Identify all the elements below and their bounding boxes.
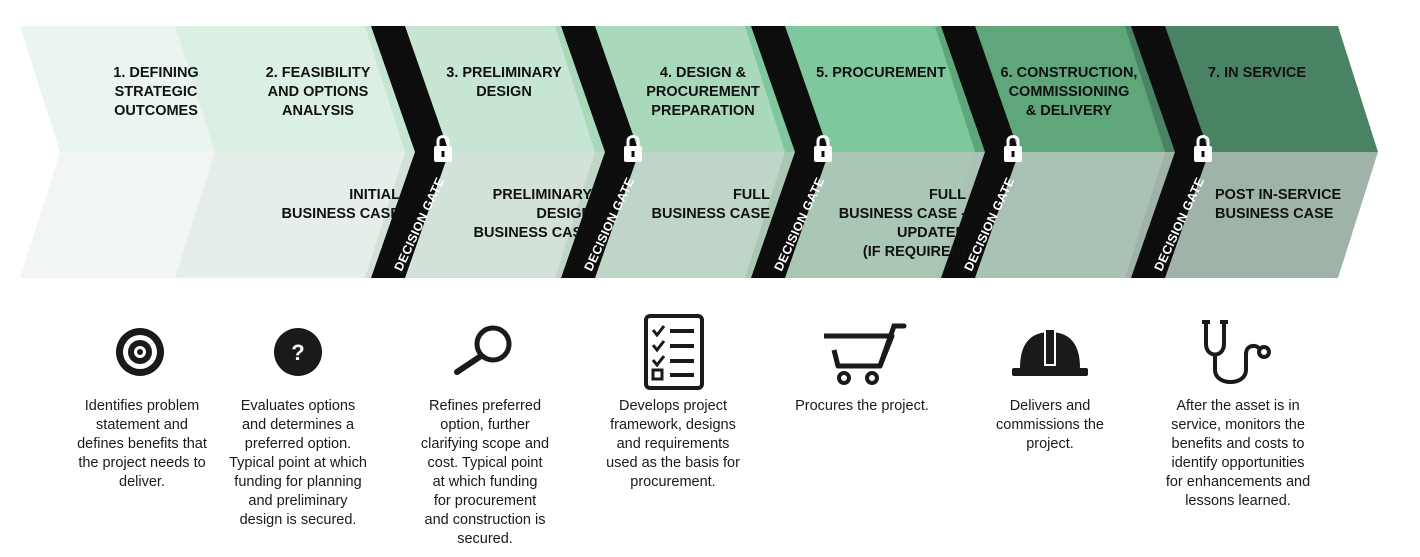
stage-title-3: 3. PRELIMINARY DESIGN bbox=[446, 65, 562, 100]
stage-description-6: Delivers and commissions the project. bbox=[996, 398, 1104, 452]
stage-title-6: 6. CONSTRUCTION, COMMISSIONING & DELIVER… bbox=[1000, 65, 1138, 119]
checklist-icon bbox=[644, 314, 704, 390]
stage-description-5: Procures the project. bbox=[795, 398, 929, 414]
lock-icon bbox=[1004, 135, 1022, 162]
cart-icon bbox=[824, 323, 907, 385]
stage-title-1: 1. DEFINING STRATEGIC OUTCOMES bbox=[113, 65, 199, 119]
lock-icon bbox=[1194, 135, 1212, 162]
hardhat-icon bbox=[1012, 330, 1088, 376]
stage-title-2: 2. FEASIBILITY AND OPTIONS ANALYSIS bbox=[265, 65, 371, 119]
stage-title-4: 4. DESIGN & PROCUREMENT PREPARATION bbox=[646, 65, 760, 119]
stage-description-3: Refines preferred option, further clarif… bbox=[420, 398, 550, 547]
stage-description-2: Evaluates options and determines a prefe… bbox=[229, 398, 367, 528]
target-icon bbox=[116, 328, 164, 376]
decision-gate-5 bbox=[1131, 26, 1209, 278]
stage-description-4: Develops project framework, designs and … bbox=[606, 398, 740, 490]
question-icon: ? bbox=[274, 328, 322, 376]
business-case-5: FULL BUSINESS CASE - UPDATED (IF REQUIRE… bbox=[838, 187, 966, 260]
decision-gate-1 bbox=[371, 26, 449, 278]
stage-description-1: Identifies problem statement and defines… bbox=[77, 398, 207, 490]
business-case-2: INITIAL BUSINESS CASE bbox=[281, 187, 400, 222]
business-case-3: PRELIMINARY DESIGN BUSINESS CASE bbox=[473, 187, 592, 241]
business-case-4: FULL BUSINESS CASE bbox=[651, 187, 770, 222]
stage-title-7: 7. IN SERVICE bbox=[1207, 65, 1307, 81]
stage-description-7: After the asset is in service, monitors … bbox=[1165, 398, 1311, 509]
decision-gate-3 bbox=[751, 26, 829, 278]
lock-icon bbox=[814, 135, 832, 162]
stage-title-5: 5. PROCUREMENT bbox=[816, 65, 946, 81]
svg-text:?: ? bbox=[291, 340, 304, 365]
business-case-7: POST IN-SERVICE BUSINESS CASE bbox=[1215, 187, 1342, 222]
stethoscope-icon bbox=[1202, 320, 1271, 384]
decision-gate-4 bbox=[941, 26, 1019, 278]
decision-gate-2 bbox=[561, 26, 639, 278]
magnifier-icon bbox=[454, 325, 512, 375]
lock-icon bbox=[624, 135, 642, 162]
lock-icon bbox=[434, 135, 452, 162]
